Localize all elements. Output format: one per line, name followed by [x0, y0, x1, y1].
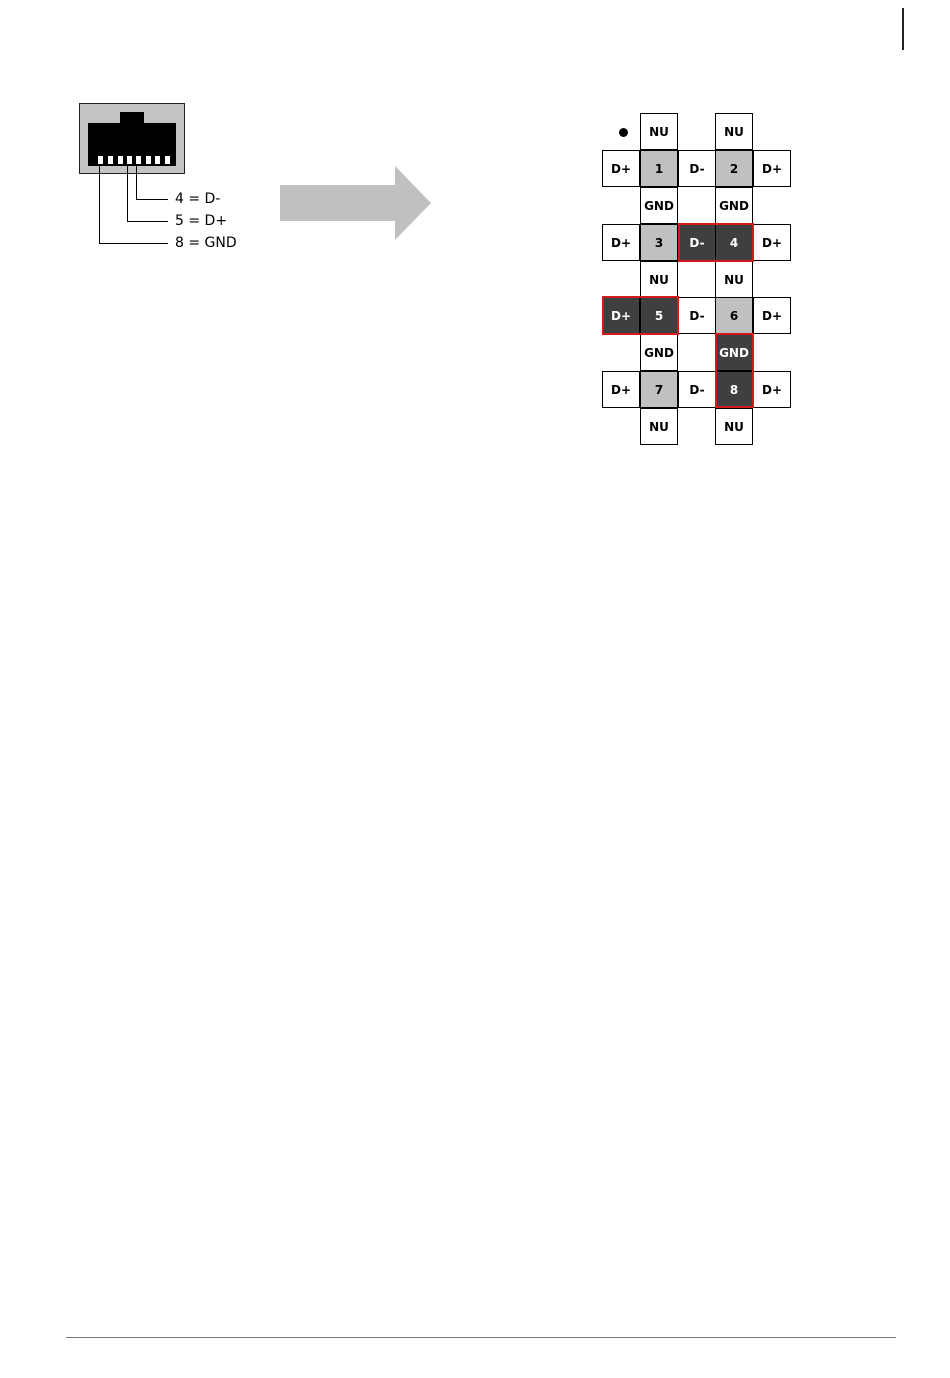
rj45-connector-icon: [79, 103, 185, 174]
row4-mid-signal-cell: D-: [678, 371, 716, 408]
rj45-pin-7: [155, 156, 160, 164]
pin1-marker-dot: [619, 128, 628, 137]
row4-right-signal-cell: D+: [753, 371, 791, 408]
bottom-right-nu-cell: NU: [715, 408, 753, 445]
pin-7-cell: 7: [640, 371, 678, 408]
gap3-left-gnd-cell: GND: [640, 334, 678, 371]
rj45-pin-5: [136, 156, 141, 164]
rj45-pin-6: [146, 156, 151, 164]
gap2-left-nu-cell: NU: [640, 261, 678, 298]
row4-left-signal-cell: D+: [602, 371, 640, 408]
row3-mid-signal-cell: D-: [678, 297, 716, 334]
pin4-label: 4 = D-: [175, 191, 220, 207]
rj45-pin-4: [127, 156, 132, 164]
row1-mid-signal-cell: D-: [678, 150, 716, 187]
leader-pin8-vertical: [99, 164, 100, 244]
pin-2-cell: 2: [715, 150, 753, 187]
row2-mid-signal-cell: D-: [678, 224, 716, 261]
pin-1-cell: 1: [640, 150, 678, 187]
row3-left-signal-cell: D+: [602, 297, 640, 334]
highlight-pins-4-d-minus: [678, 223, 754, 262]
top-left-nu-cell: NU: [640, 113, 678, 150]
row1-right-signal-cell: D+: [753, 150, 791, 187]
row3-right-signal-cell: D+: [753, 297, 791, 334]
highlight-pin-8-gnd: [715, 333, 754, 408]
rj45-pin-3: [118, 156, 123, 164]
pin-6-cell: 6: [715, 297, 753, 334]
leader-pin4-vertical: [136, 164, 137, 200]
gap3-right-gnd-cell: GND: [715, 334, 753, 371]
gap1-right-gnd-cell: GND: [715, 187, 753, 224]
row2-left-signal-cell: D+: [602, 224, 640, 261]
leader-pin5-horizontal: [127, 221, 168, 222]
leader-pin4-horizontal: [136, 199, 168, 200]
pin-8-cell: 8: [715, 371, 753, 408]
pin-5-cell: 5: [640, 297, 678, 334]
row2-right-signal-cell: D+: [753, 224, 791, 261]
rj45-pin-2: [108, 156, 113, 164]
pin5-label: 5 = D+: [175, 213, 227, 229]
gap1-left-gnd-cell: GND: [640, 187, 678, 224]
footer-divider: [66, 1337, 896, 1338]
leader-pin5-vertical: [127, 164, 128, 222]
top-right-nu-cell: NU: [715, 113, 753, 150]
highlight-pin-5-d-plus: [602, 296, 679, 335]
right-arrow-icon: [280, 166, 432, 240]
pin8-label: 8 = GND: [175, 235, 237, 251]
bottom-left-nu-cell: NU: [640, 408, 678, 445]
page-edge-mark: [902, 8, 904, 50]
rj45-pin-8: [165, 156, 170, 164]
leader-pin8-horizontal: [99, 243, 168, 244]
rj45-pin-1: [98, 156, 103, 164]
row1-left-signal-cell: D+: [602, 150, 640, 187]
pin-4-cell: 4: [715, 224, 753, 261]
gap2-right-nu-cell: NU: [715, 261, 753, 298]
pin-3-cell: 3: [640, 224, 678, 261]
